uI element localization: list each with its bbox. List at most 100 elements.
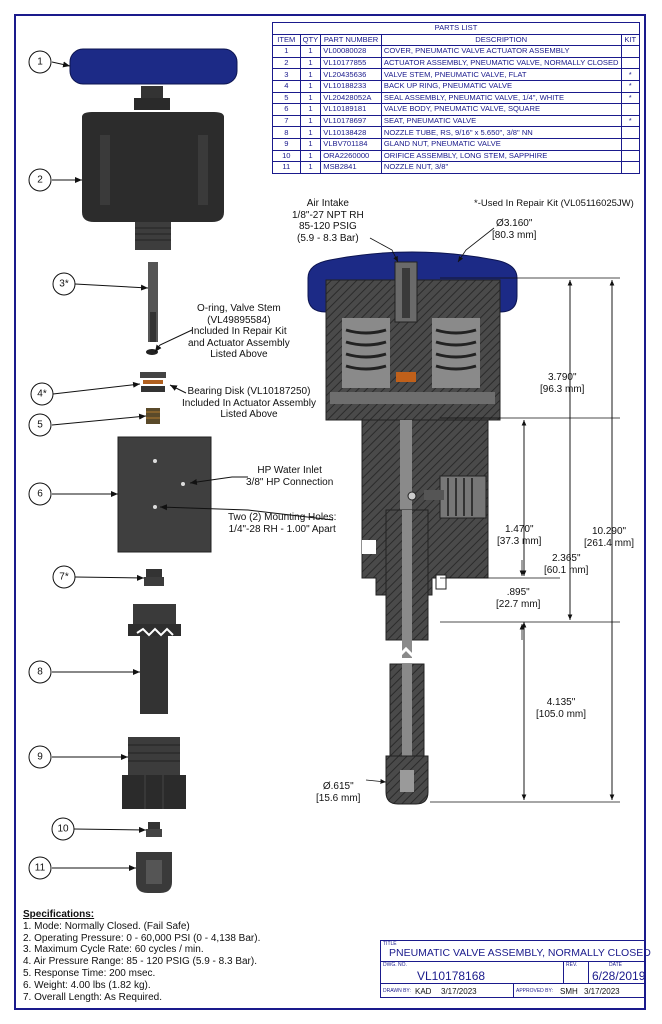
parts-list-cell: NOZZLE NUT, 3/8" [380, 161, 622, 174]
drawing-title: PNEUMATIC VALVE ASSEMBLY, NORMALLY CLOSE… [389, 947, 651, 959]
spec-item: 1. Mode: Normally Closed. (Fail Safe) [23, 920, 190, 932]
parts-list-cell: COVER, PNEUMATIC VALVE ACTUATOR ASSEMBLY [380, 45, 622, 58]
drawing-border [14, 14, 646, 1010]
parts-list-cell: 1 [299, 68, 322, 81]
balloon-5-label: 5 [37, 420, 43, 431]
parts-list-caption: PARTS LIST [272, 22, 640, 35]
parts-list-cell [620, 149, 640, 163]
parts-list-cell [620, 137, 640, 151]
part-1-cover [69, 48, 238, 85]
col-item: ITEM [272, 33, 301, 47]
parts-list-cell: * [620, 114, 640, 128]
balloon-9 [28, 745, 52, 769]
dwg-no-cell: DWG. NO. VL10178168 [380, 961, 564, 984]
parts-list-cell: VL20428052A [320, 91, 382, 105]
parts-list-cell: VL20435636 [320, 68, 382, 81]
parts-list-cell: VL10188233 [320, 79, 382, 93]
parts-list-cell: VL10138428 [320, 126, 382, 139]
balloon-7 [52, 565, 76, 589]
balloon-6-label: 6 [37, 489, 43, 500]
parts-list-cell: VL10189181 [320, 103, 382, 116]
approved-by-cell: APPROVED BY: SMH 3/17/2023 [513, 983, 646, 998]
spec-item: 7. Overall Length: As Required. [23, 991, 162, 1003]
col-description: DESCRIPTION [380, 33, 622, 47]
dim-cover-diameter: Ø3.160"[80.3 mm] [492, 218, 537, 241]
col-part-number: PART NUMBER [320, 33, 382, 47]
parts-list-cell: VLBV701184 [320, 137, 382, 151]
balloon-2 [28, 168, 52, 192]
balloon-11-label: 11 [35, 863, 46, 874]
balloon-5 [28, 413, 52, 437]
parts-list-cell: 8 [272, 126, 301, 139]
date-cell: DATE 6/28/2019 [588, 961, 646, 984]
balloon-11 [28, 856, 52, 880]
parts-list-cell: 10 [272, 149, 301, 163]
kit-note: *-Used In Repair Kit (VL05116025JW) [474, 198, 634, 209]
parts-list-cell: 7 [272, 114, 301, 128]
parts-list-cell: * [620, 68, 640, 81]
balloons [28, 50, 76, 880]
spec-item: 6. Weight: 4.00 lbs (1.82 kg). [23, 979, 151, 991]
parts-list-cell: VL10177855 [320, 56, 382, 70]
balloon-4 [30, 382, 54, 406]
parts-list-cell [620, 56, 640, 70]
parts-list-cell: 5 [272, 91, 301, 105]
dim-10290: 10.290"[261.4 mm] [584, 526, 635, 549]
parts-list-cell: 1 [299, 161, 322, 174]
col-qty: QTY [299, 33, 322, 47]
dim-3790: 3.790"[96.3 mm] [540, 372, 585, 395]
parts-list-cell: NOZZLE TUBE, RS, 9/16" x 5.650", 3/8" NN [380, 126, 622, 139]
parts-list-cell: 1 [299, 126, 322, 139]
balloon-9-label: 9 [37, 752, 43, 763]
parts-list-cell: ORA2260000 [320, 149, 382, 163]
parts-list-cell: BACK UP RING, PNEUMATIC VALVE [380, 79, 622, 93]
drawn-by-cell: DRAWN BY: KAD 3/17/2023 [380, 983, 514, 998]
parts-list-table: PARTS LIST ITEM QTY PART NUMBER DESCRIPT… [272, 22, 640, 174]
parts-list-cell: 1 [299, 114, 322, 128]
parts-list-cell: 4 [272, 79, 301, 93]
parts-list-cell: 3 [272, 68, 301, 81]
parts-list-cell: MSB2841 [320, 161, 382, 174]
balloon-8 [28, 660, 52, 684]
dim-4135: 4.135"[105.0 mm] [536, 697, 587, 720]
part-9-gland-nut [122, 737, 186, 809]
dim-2365: 2.365"[60.1 mm] [544, 553, 589, 576]
parts-list-cell: 1 [299, 103, 322, 116]
parts-list-cell: 1 [299, 137, 322, 151]
parts-list-cell [620, 103, 640, 116]
dim-nozzle-diameter: Ø.615"[15.6 mm] [316, 781, 361, 804]
part-4-backup-ring [140, 372, 166, 392]
section-view [307, 251, 518, 805]
parts-list-cell: ORIFICE ASSEMBLY, LONG STEM, SAPPHIRE [380, 149, 622, 163]
parts-list-cell: 2 [272, 56, 301, 70]
title-block: TITLE PNEUMATIC VALVE ASSEMBLY, NORMALLY… [380, 940, 651, 998]
balloon-1-label: 1 [37, 57, 43, 68]
parts-list-cell: VALVE BODY, PNEUMATIC VALVE, SQUARE [380, 103, 622, 116]
dim-895: .895"[22.7 mm] [496, 587, 541, 610]
parts-list-cell: SEAT, PNEUMATIC VALVE [380, 114, 622, 128]
callout-mounting-holes: Two (2) Mounting Holes:1/4"-28 RH - 1.00… [228, 512, 337, 535]
parts-list-cell: SEAL ASSEMBLY, PNEUMATIC VALVE, 1/4", WH… [380, 91, 622, 105]
balloon-3 [52, 272, 76, 296]
parts-list-cell: 1 [299, 56, 322, 70]
spec-item: 2. Operating Pressure: 0 - 60,000 PSI (0… [23, 932, 261, 944]
spec-item: 5. Response Time: 200 msec. [23, 967, 156, 979]
parts-list-cell: VALVE STEM, PNEUMATIC VALVE, FLAT [380, 68, 622, 81]
specifications: Specifications: 1. Mode: Normally Closed… [23, 909, 260, 1003]
part-5-seal [146, 408, 160, 424]
parts-list-cell: * [620, 91, 640, 105]
balloon-10 [51, 817, 75, 841]
col-kit: KIT [620, 33, 640, 47]
parts-list-cell: 1 [299, 79, 322, 93]
part-11-nozzle-nut [136, 852, 172, 893]
parts-list-cell: 1 [299, 91, 322, 105]
balloon-3-label: 3* [59, 279, 69, 290]
